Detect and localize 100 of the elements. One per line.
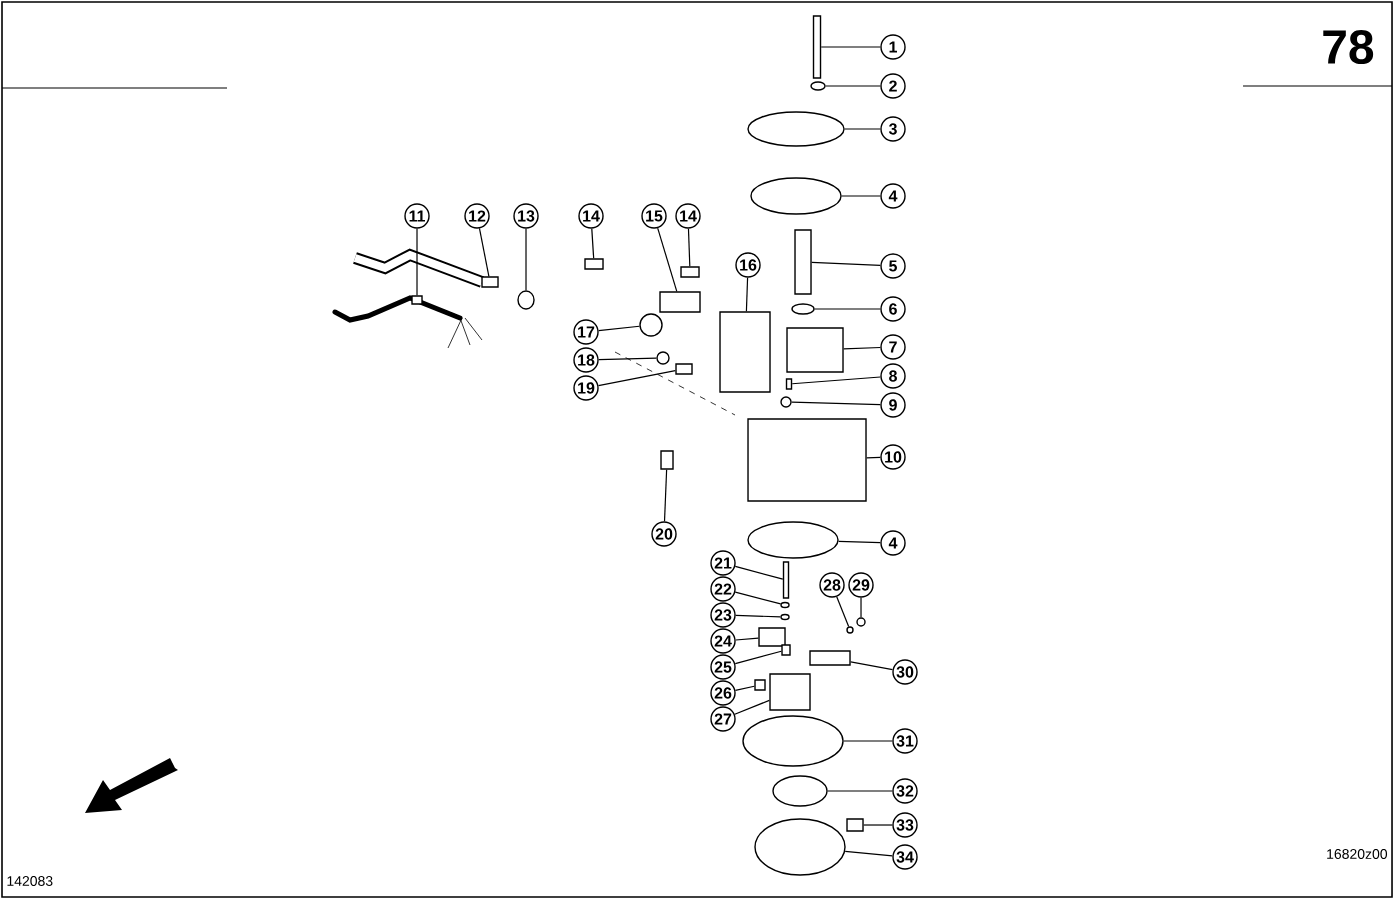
leader-line <box>416 228 418 296</box>
leader-line <box>850 661 894 671</box>
leader-line <box>841 195 881 197</box>
pin <box>785 378 793 390</box>
nut <box>856 617 866 627</box>
bolt <box>584 258 604 270</box>
callout-number: 32 <box>892 778 918 804</box>
drawing-number: 16820z00 <box>1327 849 1388 859</box>
leader-line <box>687 228 691 267</box>
callout-number: 33 <box>892 812 918 838</box>
leader-line <box>525 228 527 291</box>
callout-number: 28 <box>819 572 845 598</box>
callout-number: 9 <box>880 392 906 418</box>
bolt <box>846 626 854 634</box>
washer <box>810 81 826 91</box>
leader-line <box>598 357 657 361</box>
callout-number: 21 <box>710 550 736 576</box>
leader-line <box>811 261 881 267</box>
callout-number: 16 <box>735 252 761 278</box>
callout-number: 5 <box>880 253 906 279</box>
fitting <box>846 818 864 832</box>
o-ring <box>750 177 842 215</box>
callout-number: 19 <box>573 375 599 401</box>
leader-line <box>597 370 676 387</box>
callout-number: 30 <box>892 659 918 685</box>
leader-line <box>825 85 881 87</box>
leader-line <box>838 540 881 544</box>
leader-line <box>827 790 893 792</box>
callout-number: 10 <box>880 444 906 470</box>
reference-number: 142083 <box>7 876 53 886</box>
bolt <box>812 15 822 79</box>
callout-number: 1 <box>880 34 906 60</box>
callout-number: 31 <box>892 728 918 754</box>
callout-number: 34 <box>892 844 918 870</box>
callout-number: 23 <box>710 602 736 628</box>
pin-block <box>786 327 844 373</box>
callout-number: 7 <box>880 334 906 360</box>
callout-number: 3 <box>880 116 906 142</box>
callout-number: 26 <box>710 680 736 706</box>
leader-line <box>663 469 668 522</box>
angle-bracket <box>769 673 811 711</box>
leader-line <box>734 591 782 605</box>
callout-number: 17 <box>573 319 599 345</box>
leader-line <box>860 597 862 618</box>
leader-line <box>843 346 881 350</box>
base <box>754 818 846 876</box>
leader-line <box>735 637 759 641</box>
plate <box>809 650 851 666</box>
leader-line <box>791 376 881 385</box>
callout-number: 6 <box>880 296 906 322</box>
flange <box>742 715 844 767</box>
leader-line <box>814 308 881 310</box>
cylinder-housing <box>747 418 867 502</box>
callout-number: 14 <box>675 203 701 229</box>
callout-number: 14 <box>578 203 604 229</box>
switch <box>758 627 786 647</box>
leader-line <box>734 565 784 580</box>
leader-line <box>745 277 749 312</box>
leader-line <box>863 824 893 826</box>
cover-plate <box>747 111 845 147</box>
leader-line <box>843 740 893 742</box>
sleeve <box>517 290 535 310</box>
callout-number: 12 <box>464 203 490 229</box>
callout-number: 27 <box>710 706 736 732</box>
bolt <box>794 229 812 295</box>
callout-number: 11 <box>404 203 430 229</box>
callout-number: 8 <box>880 363 906 389</box>
leader-line <box>820 46 881 48</box>
leader-line <box>478 227 490 277</box>
washer <box>780 613 790 621</box>
callout-number: 18 <box>573 347 599 373</box>
leader-line <box>836 596 850 628</box>
bracket-plate <box>719 311 771 393</box>
callout-number: 13 <box>513 203 539 229</box>
hose-clamp <box>639 313 663 337</box>
cable <box>332 295 483 349</box>
callout-number: 2 <box>880 73 906 99</box>
callout-number: 24 <box>710 628 736 654</box>
callout-number: 22 <box>710 576 736 602</box>
bolt <box>680 266 700 278</box>
leader-line <box>591 228 595 259</box>
screw <box>782 561 790 599</box>
callout-number: 25 <box>710 654 736 680</box>
nut <box>780 396 792 408</box>
leader-line <box>734 650 782 665</box>
o-ring <box>747 521 839 559</box>
callout-number: 4 <box>880 183 906 209</box>
bracket <box>659 291 701 313</box>
spacer <box>781 644 791 656</box>
leader-line <box>844 850 893 857</box>
bolt <box>660 450 674 470</box>
page-number: 78 <box>1323 30 1374 64</box>
leader-line <box>735 614 781 618</box>
callout-number: 4 <box>880 530 906 556</box>
callout-number: 15 <box>641 203 667 229</box>
washer <box>791 303 815 315</box>
leader-line <box>844 128 881 130</box>
leader-line <box>657 227 678 292</box>
seal-ring <box>772 775 828 807</box>
leader-line <box>734 685 755 691</box>
